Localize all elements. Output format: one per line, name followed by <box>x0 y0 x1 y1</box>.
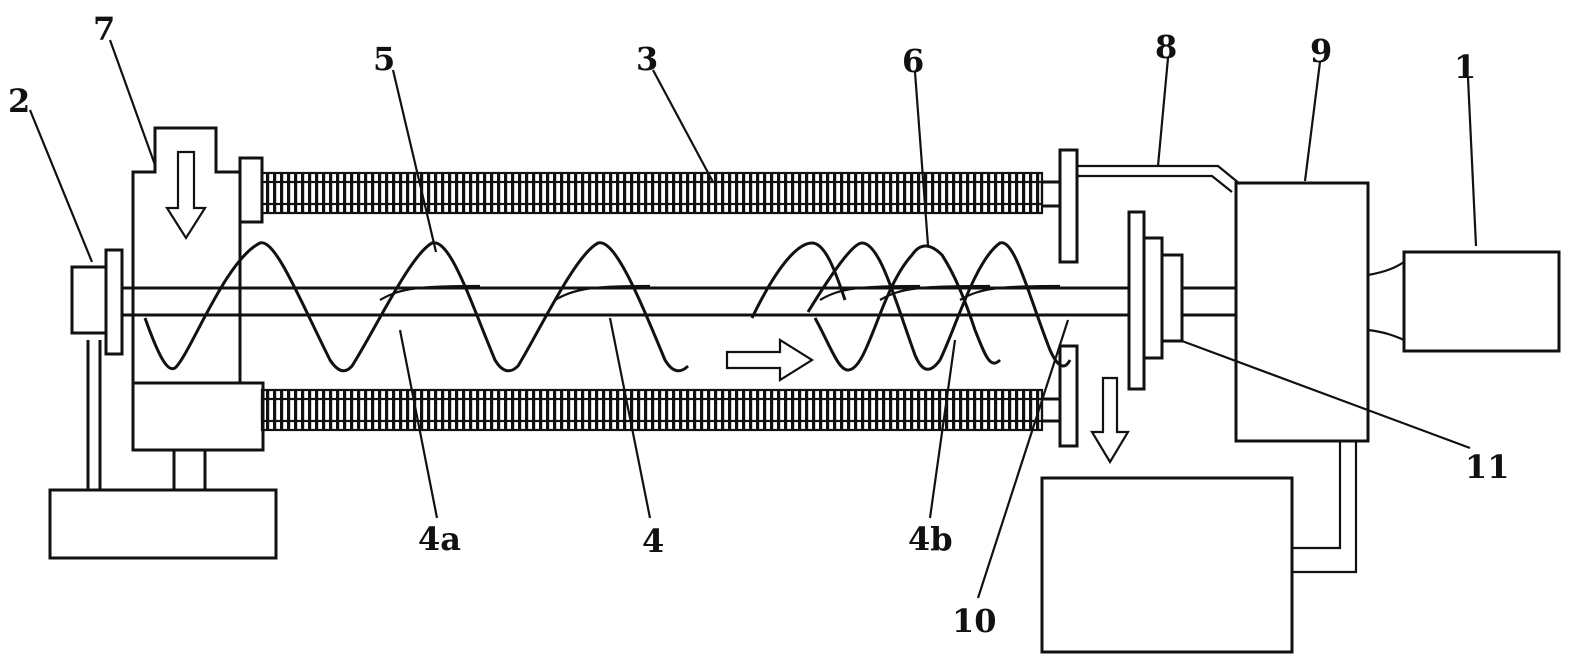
screw-flight <box>143 241 690 373</box>
gearbox <box>1234 181 1370 443</box>
drive-flange <box>1127 210 1146 391</box>
left-base-block <box>48 488 278 560</box>
mixing-flight <box>806 241 1072 371</box>
hopper-lower-block <box>131 381 265 452</box>
label-3: 3 <box>636 40 658 78</box>
label-4a: 4a <box>418 520 461 558</box>
motor <box>1402 250 1561 353</box>
label-1: 1 <box>1454 48 1476 86</box>
feed-hopper <box>131 126 242 385</box>
left-flange <box>104 248 124 356</box>
barrel-end-flange-bottom <box>1058 344 1079 448</box>
line-8 <box>1077 164 1241 185</box>
label-2: 2 <box>8 82 30 120</box>
discharge-arrow <box>1090 376 1130 465</box>
label-9: 9 <box>1310 32 1332 70</box>
label-10: 10 <box>952 602 997 640</box>
flow-arrow <box>725 338 815 382</box>
heating-coil-bottom <box>262 390 1042 430</box>
label-11: 11 <box>1465 448 1510 486</box>
bearing-block <box>70 265 108 335</box>
barrel-end-flange-top <box>1058 148 1079 264</box>
heating-coil-top <box>262 173 1042 213</box>
control-box <box>1040 476 1294 654</box>
coupling <box>1142 236 1164 360</box>
hopper-flange-top <box>238 156 264 224</box>
label-8: 8 <box>1155 28 1177 66</box>
label-6: 6 <box>902 42 924 80</box>
feed-arrow <box>165 150 207 241</box>
label-4b: 4b <box>908 520 953 558</box>
label-4: 4 <box>642 522 664 560</box>
label-5: 5 <box>373 40 395 78</box>
label-7: 7 <box>93 10 115 48</box>
